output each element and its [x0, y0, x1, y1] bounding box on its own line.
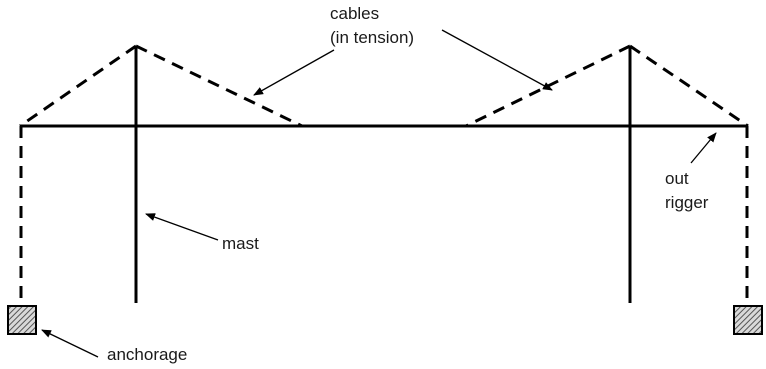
- arrow-cables-right: [441, 29, 553, 91]
- label-mast: mast: [222, 234, 259, 253]
- cable-left-outer: [19, 44, 137, 128]
- cable-left-inner: [135, 44, 303, 128]
- anchorage-right: [733, 305, 763, 335]
- label-cables: cables: [330, 4, 379, 23]
- arrow-cables-left: [253, 49, 335, 96]
- label-outrigger-rigger: rigger: [665, 193, 709, 212]
- label-cables-tension: (in tension): [330, 28, 414, 47]
- label-anchorage: anchorage: [107, 345, 187, 364]
- label-outrigger-out: out: [665, 169, 689, 188]
- annotation-arrows: [41, 29, 717, 358]
- tension-cables: [19, 44, 749, 304]
- cable-right-inner: [465, 44, 631, 128]
- cable-right-outer: [629, 44, 749, 128]
- anchorage-left: [7, 305, 37, 335]
- arrow-anchorage: [41, 329, 99, 358]
- arrow-mast: [145, 213, 219, 241]
- arrow-outrigger: [690, 132, 717, 164]
